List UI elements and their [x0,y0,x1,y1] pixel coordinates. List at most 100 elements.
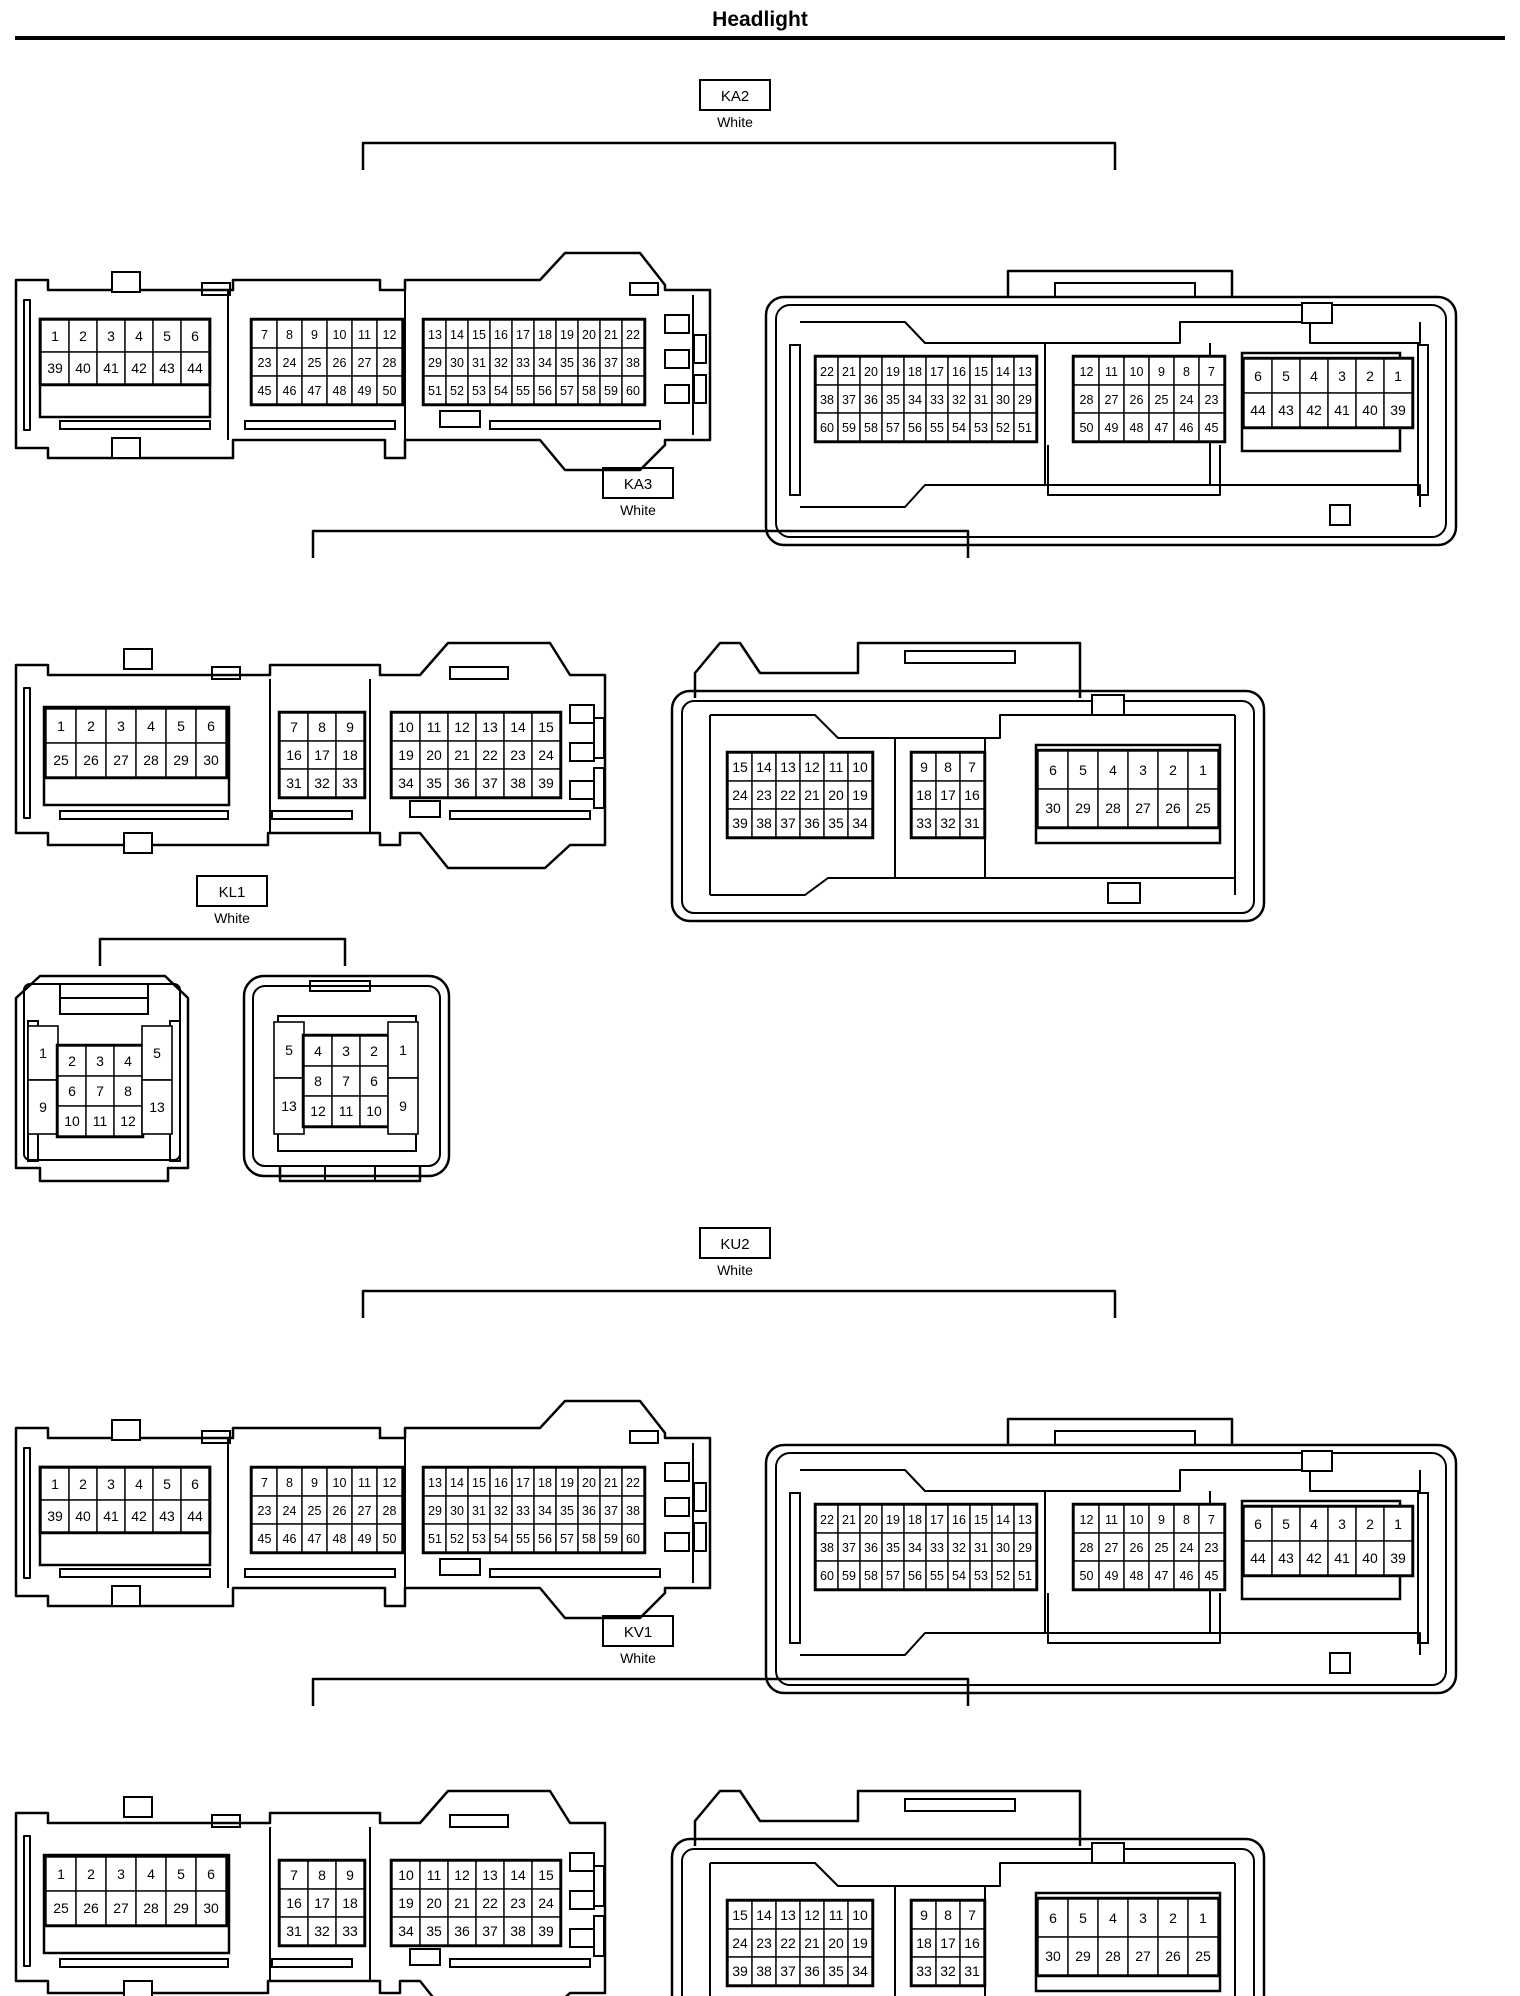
pin-number: 21 [804,787,820,803]
pin-cell [335,768,365,798]
pin-number: 4 [135,1476,143,1492]
pin-number: 21 [454,747,470,763]
pin-number: 2 [79,1476,87,1492]
pin-cell [303,1095,333,1127]
pin-cell [1198,1504,1225,1534]
pin-number: 28 [1105,800,1121,816]
pin-number: 9 [920,1907,928,1923]
pin-cell [799,752,825,782]
pin-number: 53 [472,384,486,398]
pin-number: 2 [1169,1910,1177,1926]
pin-number: 30 [450,1504,464,1518]
pin-number: 19 [560,1476,574,1490]
pin-cell [45,708,77,744]
pin-number: 29 [428,356,442,370]
pin-number: 51 [428,384,442,398]
pin-number: 41 [1334,402,1350,418]
pin-number: 43 [159,1508,175,1524]
pin-number: 2 [1366,1516,1374,1532]
pin-number: 41 [1334,1550,1350,1566]
pin-number: 30 [1045,1948,1061,1964]
pin-cell [1327,1540,1357,1576]
pin-number: 11 [829,1907,844,1923]
pin-number: 33 [916,815,932,831]
pin-cell [195,708,227,744]
pin-number: 40 [1362,402,1378,418]
pin-number: 10 [1130,365,1144,379]
pin-number: 7 [1208,365,1215,379]
pin-number: 31 [472,1504,486,1518]
pin-number: 57 [886,421,900,435]
pin-number: 38 [510,775,526,791]
pin-cell [331,1065,361,1097]
pin-number: 21 [604,1476,618,1490]
pin-number: 42 [1306,402,1322,418]
pin-cell [1327,392,1357,428]
pin-number: 51 [1018,1569,1032,1583]
pin-number: 14 [996,365,1010,379]
pin-cell [847,1900,873,1930]
pin-number: 31 [286,775,302,791]
pin-cell [1067,788,1099,828]
pin-number: 24 [538,747,554,763]
pin-cell [1037,1898,1069,1938]
pin-cell [475,740,505,770]
pin-number: 11 [358,328,371,342]
pin-number: 9 [1158,1513,1165,1527]
pin-number: 4 [314,1043,322,1059]
pin-number: 14 [510,1867,526,1883]
pin-number: 49 [358,384,372,398]
pin-cell [823,1928,849,1958]
pin-number: 18 [916,787,932,803]
pin-number: 11 [1105,365,1118,379]
pin-cell [911,780,937,810]
pin-cell [1187,788,1219,828]
pin-number: 20 [864,1513,878,1527]
pin-number: 12 [383,328,397,342]
pin-number: 29 [1018,1541,1032,1555]
pin-number: 10 [852,1907,868,1923]
pin-cell [180,1467,210,1501]
pin-number: 8 [286,328,293,342]
pin-cell [251,1467,278,1497]
pin-cell [531,768,561,798]
pin-cell [1098,1560,1125,1590]
pin-number: 9 [39,1099,47,1115]
pin-number: 34 [852,815,868,831]
pin-number: 60 [626,1532,640,1546]
pin-number: 1 [39,1045,47,1061]
pin-number: 58 [864,421,878,435]
pin-number: 18 [538,328,552,342]
pin-number: 25 [1155,393,1169,407]
pin-number: 12 [804,759,820,775]
pin-number: 34 [398,1923,414,1939]
pin-number: 39 [538,775,554,791]
pin-number: 53 [472,1532,486,1546]
connector-label: KA3 [624,476,652,493]
pin-number: 38 [756,815,772,831]
connector-color: White [620,502,656,518]
pin-number: 18 [908,1513,922,1527]
pin-number: 5 [163,328,171,344]
pin-number: 6 [1049,1910,1057,1926]
pin-number: 48 [333,1532,347,1546]
pin-number: 32 [314,775,330,791]
pin-number: 22 [780,1935,796,1951]
pin-number: 13 [1018,365,1032,379]
pin-number: 5 [1282,368,1290,384]
pin-number: 8 [944,759,952,775]
pin-number: 36 [582,356,596,370]
pin-number: 22 [820,365,834,379]
pin-number: 30 [996,393,1010,407]
pin-cell [335,712,365,742]
pin-number: 26 [333,1504,347,1518]
